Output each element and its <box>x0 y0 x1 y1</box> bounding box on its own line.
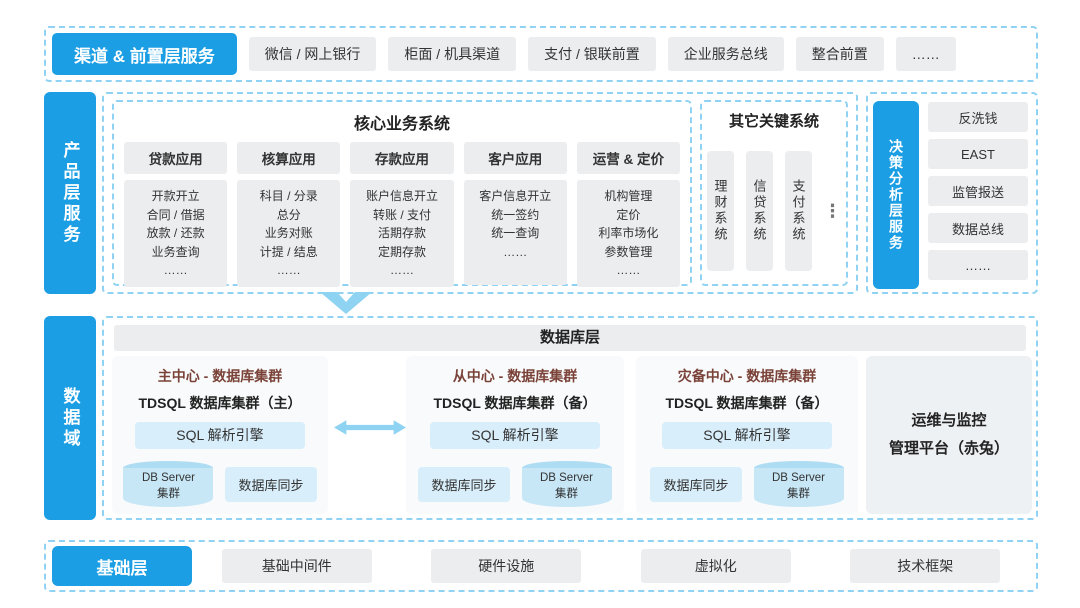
other-key-systems-box: 其它关键系统 理财系统 信贷系统 支付系统 ⋮ <box>700 100 848 286</box>
other-key-systems-pills: 理财系统 信贷系统 支付系统 ⋮ <box>702 151 846 271</box>
data-domain-label: 数据域 <box>44 316 96 520</box>
deposit-app-body: 账户信息开立 转账 / 支付 活期存款 定期存款 …… <box>350 180 454 287</box>
down-arrow-icon <box>320 292 372 314</box>
primary-db-server-cylinder-icon: DB Server 集群 <box>123 461 214 507</box>
primary-db-server-label: DB Server 集群 <box>141 472 195 500</box>
ops-platform-card: 运维与监控 管理平台（赤兔） <box>866 356 1032 514</box>
foundation-item-tech-framework: 技术框架 <box>850 549 1001 583</box>
operations-pricing-header: 运营 & 定价 <box>576 142 681 174</box>
core-column-deposit: 存款应用 账户信息开立 转账 / 支付 活期存款 定期存款 …… <box>350 142 454 287</box>
more-systems-ellipsis-icon: ⋮ <box>823 200 842 221</box>
channel-item-more: …… <box>895 37 956 71</box>
wealth-system-pill: 理财系统 <box>706 151 734 271</box>
secondary-db-server-cylinder-icon: DB Server 集群 <box>521 461 612 507</box>
channel-item-integration-front: 整合前置 <box>795 37 884 71</box>
database-layer-title: 数据库层 <box>114 325 1026 351</box>
foundation-item-hardware: 硬件设施 <box>431 549 582 583</box>
foundation-item-middleware: 基础中间件 <box>221 549 372 583</box>
core-column-operations-pricing: 运营 & 定价 机构管理 定价 利率市场化 参数管理 …… <box>576 142 681 287</box>
secondary-sql-engine-box: SQL 解析引擎 <box>430 422 600 449</box>
secondary-cluster-title: 从中心 - 数据库集群 <box>452 368 578 384</box>
dr-db-sync-box: 数据库同步 <box>650 466 742 502</box>
core-column-customer: 客户应用 客户信息开立 统一签约 统一查询 …… <box>463 142 567 285</box>
foundation-items: 基础中间件 硬件设施 虚拟化 技术框架 <box>192 549 1030 583</box>
channel-layer-section: 渠道 & 前置层服务 微信 / 网上银行 柜面 / 机具渠道 支付 / 银联前置… <box>44 26 1038 82</box>
primary-cluster-card: 主中心 - 数据库集群 TDSQL 数据库集群（主） SQL 解析引擎 DB S… <box>112 356 328 514</box>
replication-double-arrow-icon <box>334 420 406 435</box>
product-layer-section: 核心业务系统 贷款应用 开款开立 合同 / 借据 放款 / 还款 业务查询 ……… <box>102 92 858 294</box>
dr-sql-engine-box: SQL 解析引擎 <box>662 422 832 449</box>
primary-cluster-bottom-row: DB Server 集群 数据库同步 <box>112 461 328 507</box>
operations-pricing-body: 机构管理 定价 利率市场化 参数管理 …… <box>576 180 681 287</box>
accounting-app-body: 科目 / 分录 总分 业务对账 计提 / 结息 …… <box>237 180 341 287</box>
loan-app-body: 开款开立 合同 / 借据 放款 / 还款 业务查询 …… <box>124 180 228 287</box>
cylinder-body <box>521 468 612 507</box>
foundation-layer-label: 基础层 <box>52 546 192 586</box>
loan-app-header: 贷款应用 <box>124 142 228 174</box>
primary-cluster-title: 主中心 - 数据库集群 <box>157 368 283 384</box>
other-key-systems-title: 其它关键系统 <box>728 113 819 130</box>
credit-system-pill: 信贷系统 <box>745 151 773 271</box>
core-column-loan: 贷款应用 开款开立 合同 / 借据 放款 / 还款 业务查询 …… <box>124 142 228 287</box>
dr-cluster-card: 灾备中心 - 数据库集群 TDSQL 数据库集群（备） SQL 解析引擎 数据库… <box>636 356 858 514</box>
secondary-cluster-subtitle: TDSQL 数据库集群（备） <box>433 395 597 411</box>
dr-cluster-subtitle: TDSQL 数据库集群（备） <box>665 395 829 411</box>
decision-item-more: …… <box>928 250 1028 280</box>
core-columns: 贷款应用 开款开立 合同 / 借据 放款 / 还款 业务查询 …… 核算应用 科… <box>124 142 681 287</box>
core-business-system-title: 核心业务系统 <box>353 116 450 133</box>
channel-item-esb: 企业服务总线 <box>667 37 784 71</box>
ops-platform-label: 运维与监控 管理平台（赤兔） <box>888 411 1009 458</box>
foundation-layer-section: 基础层 基础中间件 硬件设施 虚拟化 技术框架 <box>44 540 1038 592</box>
cylinder-body <box>753 468 844 507</box>
customer-app-header: 客户应用 <box>463 142 567 174</box>
decision-layer-section: 决策分析层服务 反洗钱 EAST 监管报送 数据总线 …… <box>866 92 1038 294</box>
secondary-db-server-label: DB Server 集群 <box>539 472 594 500</box>
accounting-app-header: 核算应用 <box>237 142 341 174</box>
dr-db-server-label: DB Server 集群 <box>771 472 826 500</box>
decision-items: 反洗钱 EAST 监管报送 数据总线 …… <box>928 102 1028 280</box>
decision-item-aml: 反洗钱 <box>928 102 1028 132</box>
channel-item-counter-machine: 柜面 / 机具渠道 <box>388 37 517 71</box>
data-domain-section: 数据库层 主中心 - 数据库集群 TDSQL 数据库集群（主） SQL 解析引擎… <box>102 316 1038 520</box>
secondary-db-sync-box: 数据库同步 <box>418 466 510 502</box>
payment-system-pill: 支付系统 <box>784 151 812 271</box>
customer-app-body: 客户信息开立 统一签约 统一查询 …… <box>463 180 567 285</box>
product-layer-label: 产品层服务 <box>44 92 96 294</box>
core-column-accounting: 核算应用 科目 / 分录 总分 业务对账 计提 / 结息 …… <box>237 142 341 287</box>
channel-item-payment-unionpay: 支付 / 银联前置 <box>528 37 656 71</box>
dr-db-server-cylinder-icon: DB Server 集群 <box>753 461 844 507</box>
secondary-cluster-bottom-row: 数据库同步 DB Server 集群 <box>406 461 624 507</box>
decision-item-east: EAST <box>928 139 1028 169</box>
primary-sql-engine-box: SQL 解析引擎 <box>135 422 305 449</box>
primary-db-sync-box: 数据库同步 <box>225 466 317 502</box>
decision-layer-label: 决策分析层服务 <box>873 101 919 289</box>
secondary-cluster-card: 从中心 - 数据库集群 TDSQL 数据库集群（备） SQL 解析引擎 数据库同… <box>406 356 624 514</box>
channel-item-wechat-online-banking: 微信 / 网上银行 <box>248 37 377 71</box>
dr-cluster-title: 灾备中心 - 数据库集群 <box>677 368 817 384</box>
core-business-system-box: 核心业务系统 贷款应用 开款开立 合同 / 借据 放款 / 还款 业务查询 ……… <box>112 100 692 287</box>
decision-item-data-bus: 数据总线 <box>928 213 1028 243</box>
decision-item-regulatory-reporting: 监管报送 <box>928 176 1028 206</box>
foundation-item-virtualization: 虚拟化 <box>640 549 791 583</box>
primary-cluster-subtitle: TDSQL 数据库集群（主） <box>138 395 302 411</box>
channel-layer-label: 渠道 & 前置层服务 <box>52 33 237 75</box>
cylinder-body <box>123 468 214 507</box>
dr-cluster-bottom-row: 数据库同步 DB Server 集群 <box>636 461 858 507</box>
deposit-app-header: 存款应用 <box>350 142 454 174</box>
